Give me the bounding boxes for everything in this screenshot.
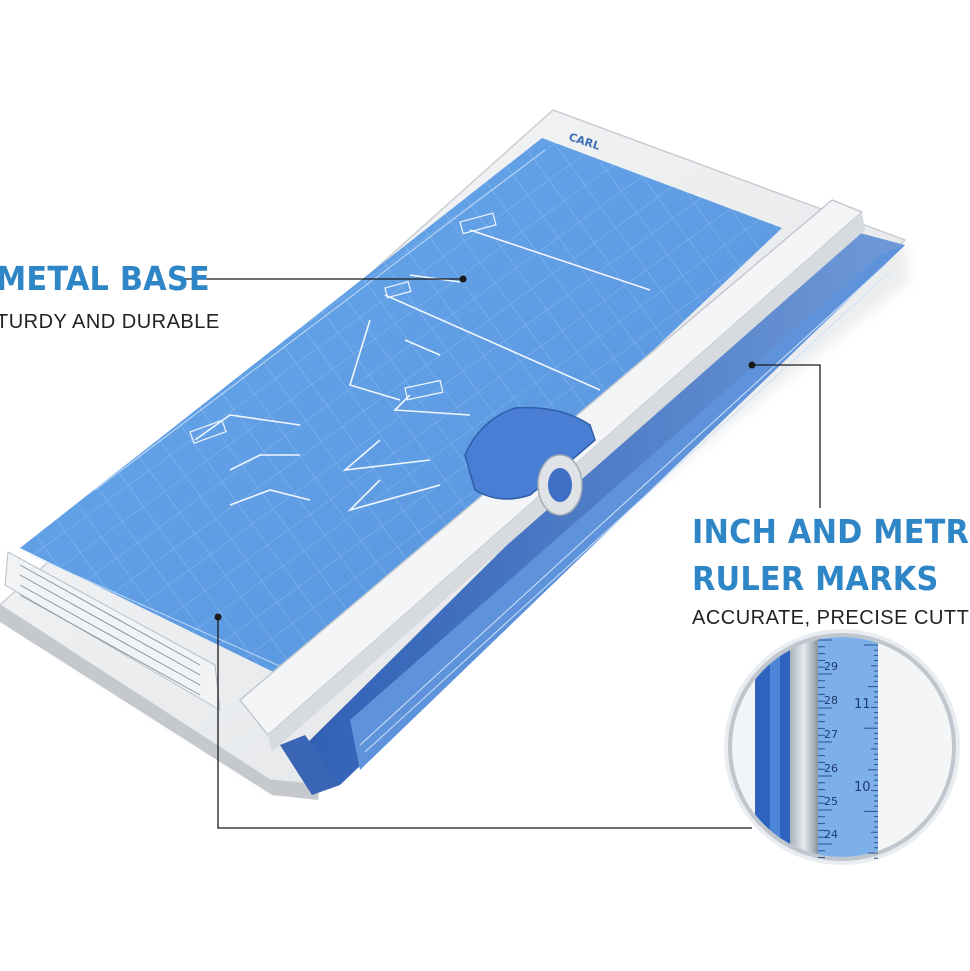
cm-mark: 24 — [824, 828, 838, 841]
inch-mark: 10 — [854, 780, 871, 795]
metal-base-title: METAL BASE — [0, 259, 210, 298]
cm-mark: 25 — [824, 795, 838, 808]
ruler-dot-top — [748, 361, 756, 369]
magnifier-scale: 29 28 27 26 25 24 11 10 — [824, 660, 871, 841]
magnifier — [724, 629, 960, 865]
metal-base-dot — [459, 275, 467, 283]
ruler-leader-bottom — [217, 617, 752, 829]
ruler-marks-title-line1: INCH AND METRIC — [692, 512, 970, 551]
ruler-marks-title-line2: RULER MARKS — [692, 559, 939, 598]
cm-mark: 29 — [824, 660, 838, 673]
cutting-board — [4, 138, 782, 711]
cm-mark: 26 — [824, 762, 838, 775]
cm-mark: 27 — [824, 728, 838, 741]
ruler-leader-top — [752, 364, 821, 508]
inch-mark: 11 — [854, 697, 871, 712]
cutter-head[interactable] — [464, 406, 596, 516]
cm-mark: 28 — [824, 694, 838, 707]
ruler-marks-subtitle: ACCURATE, PRECISE CUTTIN — [692, 607, 970, 629]
ruler-dot-bottom — [214, 613, 222, 621]
metal-base-subtitle: TURDY AND DURABLE — [0, 311, 220, 333]
